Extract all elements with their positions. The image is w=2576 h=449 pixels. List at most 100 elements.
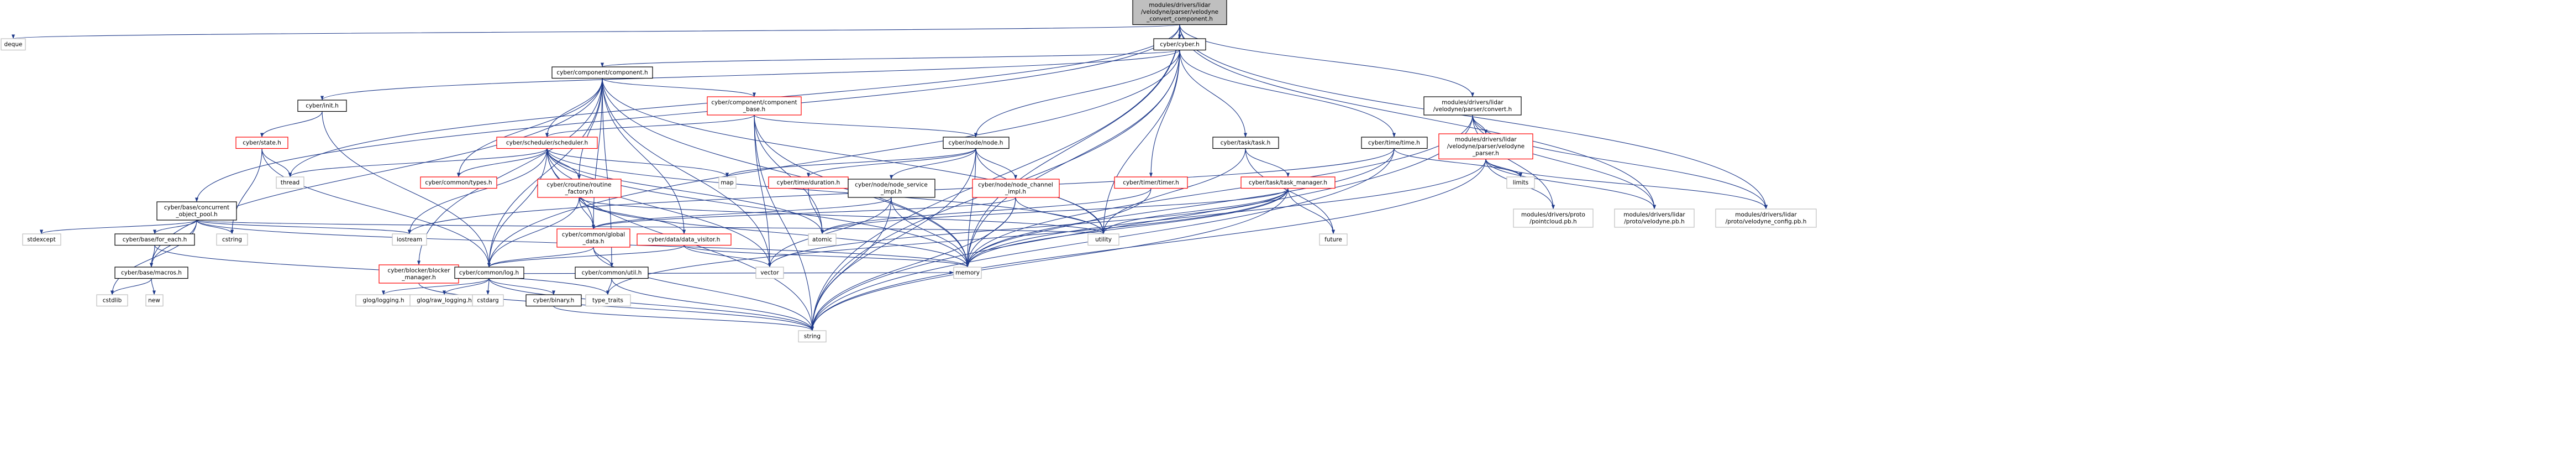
node-box bbox=[585, 294, 631, 307]
node-label-line: deque bbox=[4, 41, 23, 48]
graph-node-lidar-velodyne-config-pb[interactable]: modules/drivers/lidar/proto/velodyne_con… bbox=[1715, 208, 1817, 228]
graph-node-scheduler-h[interactable]: cyber/scheduler/scheduler.h bbox=[496, 137, 598, 149]
node-label: cyber/binary.h bbox=[533, 297, 575, 304]
node-label: cyber/timer/timer.h bbox=[1123, 180, 1179, 186]
node-label: modules/drivers/lidar/velodyne/parser/co… bbox=[1433, 100, 1512, 113]
node-label-line: _base.h bbox=[743, 106, 765, 113]
graph-node-node-service[interactable]: cyber/node/node_service_impl.h bbox=[848, 179, 935, 198]
graph-node-utility[interactable]: utility bbox=[1087, 233, 1119, 246]
node-label-line: string bbox=[804, 333, 821, 340]
edge-blocker-manager-to-string bbox=[418, 283, 814, 331]
graph-node-node-channel[interactable]: cyber/node/node_channel_impl.h bbox=[972, 179, 1060, 198]
node-label: cyber/time/duration.h bbox=[777, 180, 840, 186]
graph-node-common-global[interactable]: cyber/common/global_data.h bbox=[556, 228, 630, 248]
graph-node-cstring[interactable]: cstring bbox=[216, 233, 248, 246]
graph-node-deque[interactable]: deque bbox=[1, 38, 26, 51]
node-label: modules/drivers/lidar/velodyne/parser/ve… bbox=[1141, 2, 1218, 23]
node-label: stdexcept bbox=[27, 237, 56, 243]
node-box bbox=[537, 179, 622, 198]
graph-node-velodyne-parser-h[interactable]: modules/drivers/lidar/velodyne/parser/ve… bbox=[1438, 133, 1533, 160]
edge-timer-h-to-memory bbox=[966, 188, 1152, 268]
graph-node-blocker-manager[interactable]: cyber/blocker/blocker_manager.h bbox=[378, 264, 459, 284]
graph-node-common-log[interactable]: cyber/common/log.h bbox=[454, 267, 524, 279]
node-label-line: type_traits bbox=[592, 297, 623, 304]
graph-node-duration-h[interactable]: cyber/time/duration.h bbox=[768, 176, 849, 189]
graph-node-task-h[interactable]: cyber/task/task.h bbox=[1212, 137, 1279, 149]
graph-node-node-h[interactable]: cyber/node/node.h bbox=[943, 137, 1010, 149]
edge-task-manager-to-memory bbox=[966, 188, 1289, 268]
node-label-line: /velodyne/parser/convert.h bbox=[1433, 106, 1512, 113]
node-label-line: modules/drivers/lidar bbox=[1149, 2, 1211, 9]
edge-node-h-to-duration-h bbox=[807, 148, 976, 177]
graph-node-base-for-each[interactable]: cyber/base/for_each.h bbox=[114, 233, 195, 246]
node-box bbox=[798, 330, 827, 343]
graph-node-vector[interactable]: vector bbox=[755, 267, 784, 279]
node-label: cyber/croutine/routine_factory.h bbox=[547, 182, 612, 196]
node-label: cyber/component/component.h bbox=[556, 70, 648, 76]
graph-node-routine-factory[interactable]: cyber/croutine/routine_factory.h bbox=[537, 179, 622, 198]
graph-node-convert-h[interactable]: modules/drivers/lidar/velodyne/parser/co… bbox=[1423, 96, 1522, 116]
edge-component-h-to-blocker-manager bbox=[417, 78, 603, 265]
edge-component-h-to-memory bbox=[602, 78, 969, 268]
graph-node-new[interactable]: new bbox=[145, 294, 164, 307]
edge-root-to-deque bbox=[12, 24, 1180, 39]
edge-data-visitor-to-common-log bbox=[487, 245, 685, 268]
graph-node-iostream[interactable]: iostream bbox=[392, 233, 427, 246]
graph-node-glog-logging[interactable]: glog/logging.h bbox=[355, 294, 412, 307]
graph-node-lidar-velodyne-pb[interactable]: modules/drivers/lidar/proto/velodyne.pb.… bbox=[1614, 208, 1695, 228]
graph-node-timer-h[interactable]: cyber/timer/timer.h bbox=[1114, 176, 1188, 189]
edge-cyber-h-to-task-h bbox=[1179, 50, 1247, 138]
edge-component-h-to-data-visitor bbox=[602, 78, 686, 234]
edge-convert-h-to-pointcloud-pb bbox=[1472, 114, 1555, 210]
graph-node-binary-h[interactable]: cyber/binary.h bbox=[525, 294, 582, 307]
graph-node-common-types[interactable]: cyber/common/types.h bbox=[420, 176, 497, 189]
graph-node-time-h[interactable]: cyber/time/time.h bbox=[1361, 137, 1428, 149]
graph-node-root[interactable]: modules/drivers/lidar/velodyne/parser/ve… bbox=[1132, 0, 1227, 25]
graph-node-base-macros[interactable]: cyber/base/macros.h bbox=[114, 267, 188, 279]
graph-node-comp-base-h[interactable]: cyber/component/component_base.h bbox=[707, 96, 802, 116]
node-label-line: /velodyne/parser/velodyne bbox=[1447, 143, 1524, 150]
node-box bbox=[145, 294, 164, 307]
graph-node-atomic[interactable]: atomic bbox=[808, 233, 837, 246]
edge-state-h-to-cstring bbox=[230, 148, 262, 234]
node-box bbox=[575, 267, 649, 279]
graph-node-cstdlib[interactable]: cstdlib bbox=[96, 294, 128, 307]
graph-node-limits[interactable]: limits bbox=[1506, 176, 1535, 189]
node-label-line: cyber/task/task_manager.h bbox=[1249, 180, 1327, 186]
edge-common-global-to-common-util bbox=[593, 247, 613, 268]
graph-node-thread[interactable]: thread bbox=[276, 176, 304, 189]
graph-node-concurrent-pool[interactable]: cyber/base/concurrent_object_pool.h bbox=[156, 201, 237, 221]
graph-node-cyber-h[interactable]: cyber/cyber.h bbox=[1153, 38, 1206, 51]
node-label-line: cstdarg bbox=[477, 297, 498, 304]
node-label-line: cstdlib bbox=[103, 297, 122, 304]
graph-node-stdexcept[interactable]: stdexcept bbox=[22, 233, 61, 246]
edge-scheduler-h-to-iostream bbox=[408, 148, 548, 234]
node-label-line: cyber/scheduler/scheduler.h bbox=[506, 140, 588, 147]
node-label: cyber/common/global_data.h bbox=[562, 232, 625, 246]
node-label-line: map bbox=[721, 180, 734, 186]
graph-node-data-visitor[interactable]: cyber/data/data_visitor.h bbox=[637, 233, 732, 246]
node-box bbox=[848, 179, 935, 198]
graph-node-cstdarg[interactable]: cstdarg bbox=[472, 294, 504, 307]
graph-node-pointcloud-pb[interactable]: modules/drivers/proto/pointcloud.pb.h bbox=[1513, 208, 1594, 228]
edge-component-h-to-routine-factory bbox=[577, 78, 603, 180]
graph-node-task-manager[interactable]: cyber/task/task_manager.h bbox=[1240, 176, 1336, 189]
graph-node-common-util[interactable]: cyber/common/util.h bbox=[575, 267, 649, 279]
node-label-line: /pointcloud.pb.h bbox=[1529, 218, 1576, 225]
graph-node-future[interactable]: future bbox=[1319, 233, 1348, 246]
graph-node-type-traits[interactable]: type_traits bbox=[585, 294, 631, 307]
graph-node-state-h[interactable]: cyber/state.h bbox=[235, 137, 288, 149]
graph-node-glog-raw-logging[interactable]: glog/raw_logging.h bbox=[409, 294, 480, 307]
edge-convert-h-to-lidar-velodyne-config-pb bbox=[1472, 114, 1768, 210]
node-label-line: cyber/common/types.h bbox=[425, 180, 492, 186]
graph-node-map[interactable]: map bbox=[718, 176, 737, 189]
node-label: thread bbox=[281, 180, 299, 186]
graph-node-memory[interactable]: memory bbox=[953, 267, 982, 279]
graph-node-component-h[interactable]: cyber/component/component.h bbox=[551, 66, 653, 79]
node-box bbox=[1087, 233, 1119, 246]
node-label-line: cyber/common/log.h bbox=[459, 270, 519, 276]
graph-node-init-h[interactable]: cyber/init.h bbox=[297, 100, 347, 112]
edge-task-h-to-utility bbox=[1102, 148, 1246, 234]
node-label: cstdarg bbox=[477, 297, 498, 304]
graph-node-string[interactable]: string bbox=[798, 330, 827, 343]
